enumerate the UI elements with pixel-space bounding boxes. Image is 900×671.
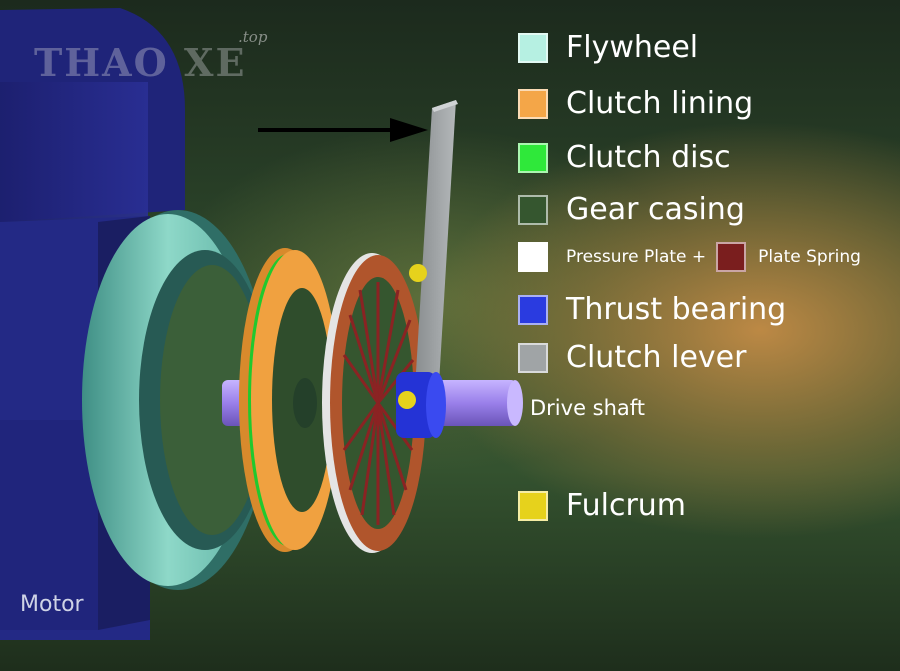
legend-label: Clutch lever: [566, 340, 747, 375]
legend-item-flywheel: Flywheel: [518, 30, 698, 65]
legend-swatch-secondary: [716, 242, 747, 272]
legend-swatch: [518, 142, 548, 173]
legend-item-gear-casing: Gear casing: [518, 192, 745, 227]
clutch-disc: [239, 248, 339, 552]
legend-swatch: [518, 342, 548, 373]
legend-label: Flywheel: [566, 30, 699, 65]
legend-swatch: [518, 32, 548, 63]
legend-swatch: [518, 490, 548, 521]
flywheel: [82, 210, 271, 590]
legend-label: Clutch lining: [566, 86, 754, 121]
legend: Flywheel Clutch lining Clutch disc Gear …: [518, 30, 898, 540]
legend-item-clutch-lining: Clutch lining: [518, 86, 753, 121]
legend-label: Gear casing: [566, 192, 745, 227]
watermark-logo: THAO XE: [34, 40, 247, 85]
legend-label: Thrust bearing: [566, 292, 787, 327]
lever-pin: [398, 391, 416, 409]
thrust-bearing: [396, 372, 446, 438]
legend-item-fulcrum: Fulcrum: [518, 488, 686, 523]
arrow: [258, 118, 428, 142]
legend-swatch: [518, 242, 548, 272]
legend-label: Pressure Plate +: [566, 247, 707, 267]
legend-swatch: [518, 88, 548, 119]
legend-label: Fulcrum: [566, 488, 687, 523]
legend-item-clutch-lever: Clutch lever: [518, 340, 746, 375]
clutch-lever: [414, 100, 458, 405]
legend-swatch: [518, 194, 548, 225]
motor-label: Motor: [20, 592, 84, 617]
legend-item-pressure-plate: Pressure Plate + Plate Spring: [518, 242, 861, 272]
legend-item-thrust-bearing: Thrust bearing: [518, 292, 786, 327]
legend-label-secondary: Plate Spring: [758, 247, 861, 267]
legend-label: Clutch disc: [566, 140, 731, 175]
watermark-domain: .top: [238, 28, 268, 46]
legend-item-clutch-disc: Clutch disc: [518, 140, 731, 175]
drive-shaft-label: Drive shaft: [530, 396, 646, 420]
legend-swatch: [518, 294, 548, 325]
pressure-plate: [322, 253, 426, 553]
fulcrum-pin: [409, 264, 427, 282]
